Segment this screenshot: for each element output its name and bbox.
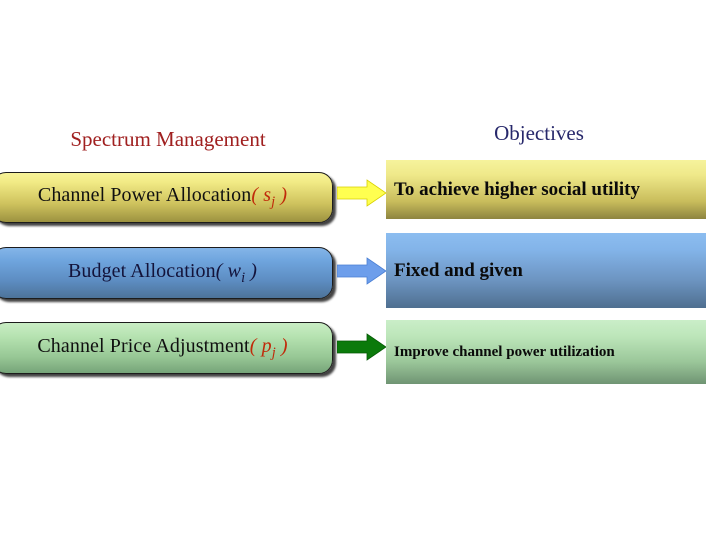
left-box-2-text: Budget Allocation — [67, 259, 216, 282]
column-heading-objectives: Objectives — [494, 121, 584, 145]
left-box-budget-allocation[interactable]: Budget Allocation( wi ) — [0, 247, 333, 299]
left-box-1-label: Channel Power Allocation( sj ) — [38, 184, 287, 211]
left-box-channel-power-allocation[interactable]: Channel Power Allocation( sj ) — [0, 172, 333, 223]
left-box-3-text: Channel Price Adjustment — [37, 334, 250, 357]
green-arrow-icon — [337, 333, 387, 361]
column-heading-spectrum-management: Spectrum Management — [70, 127, 266, 151]
right-box-fixed-and-given: Fixed and given — [386, 233, 706, 308]
right-box-improve-utilization: Improve channel power utilization — [386, 320, 706, 384]
right-box-3-label: Improve channel power utilization — [394, 343, 615, 360]
yellow-arrow-icon — [337, 179, 387, 207]
right-box-1-label: To achieve higher social utility — [394, 178, 640, 200]
left-box-2-symbol: ( wi ) — [215, 259, 258, 286]
left-box-3-symbol: ( pj ) — [249, 334, 288, 361]
right-box-2-label: Fixed and given — [394, 259, 523, 281]
left-box-1-symbol: ( sj ) — [251, 184, 288, 210]
left-box-3-label: Channel Price Adjustment( pj ) — [37, 335, 287, 362]
left-box-1-text: Channel Power Allocation — [37, 184, 252, 206]
left-box-channel-price-adjustment[interactable]: Channel Price Adjustment( pj ) — [0, 322, 333, 374]
left-box-2-label: Budget Allocation( wi ) — [68, 260, 257, 287]
right-box-social-utility: To achieve higher social utility — [386, 160, 706, 219]
blue-arrow-icon — [337, 257, 387, 285]
